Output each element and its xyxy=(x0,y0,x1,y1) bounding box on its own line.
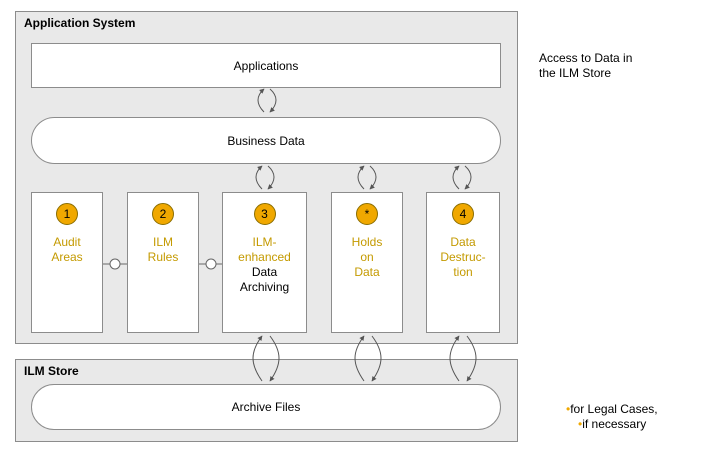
step-badge-3: 3 xyxy=(253,203,276,225)
access-note: Access to Data in the ILM Store xyxy=(539,51,633,80)
business-data-label: Business Data xyxy=(227,133,305,148)
step-label-holds-on-data: Holds on Data xyxy=(351,235,383,279)
step-label-data-destruction: Data Destruc- tion xyxy=(440,235,486,279)
arrow-applications-business xyxy=(257,88,277,113)
connector-audit-to-rules xyxy=(103,258,127,270)
step-label-ilm-rules: ILM Rules xyxy=(147,235,179,264)
step-label-audit-areas: Audit Areas xyxy=(51,235,83,264)
archive-files-pill: Archive Files xyxy=(31,384,501,430)
step-label-data-archiving: ILM- enhanced Data Archiving xyxy=(238,235,291,294)
step-badge-holds: * xyxy=(356,203,378,225)
ilm-store-title: ILM Store xyxy=(24,364,79,378)
footnote: •for Legal Cases, •if necessary xyxy=(566,402,658,431)
connector-rules-to-archiving xyxy=(199,258,222,270)
arrow-business-destruction xyxy=(452,165,472,190)
step-badge-1: 1 xyxy=(56,203,78,225)
arrow-business-archiving xyxy=(255,165,275,190)
applications-box: Applications xyxy=(31,43,501,88)
arrow-archiving-archive-files xyxy=(252,335,280,382)
application-system-title: Application System xyxy=(24,16,136,30)
arrow-destruction-archive-files xyxy=(449,335,477,382)
arrow-business-holds xyxy=(357,165,377,190)
step-badge-2: 2 xyxy=(152,203,174,225)
footnote-marker-icon: • xyxy=(566,402,571,416)
step-box-audit-areas: 1 Audit Areas xyxy=(31,192,103,333)
applications-label: Applications xyxy=(233,58,299,73)
step-box-data-archiving: 3 ILM- enhanced Data Archiving xyxy=(222,192,307,333)
step-box-holds-on-data: * Holds on Data xyxy=(331,192,403,333)
footnote-marker-icon: • xyxy=(578,417,583,431)
arrow-holds-archive-files xyxy=(354,335,382,382)
business-data-pill: Business Data xyxy=(31,117,501,164)
step-badge-4: 4 xyxy=(452,203,474,225)
step-box-ilm-rules: 2 ILM Rules xyxy=(127,192,199,333)
step-box-data-destruction: 4 Data Destruc- tion xyxy=(426,192,500,333)
archive-files-label: Archive Files xyxy=(231,400,301,414)
